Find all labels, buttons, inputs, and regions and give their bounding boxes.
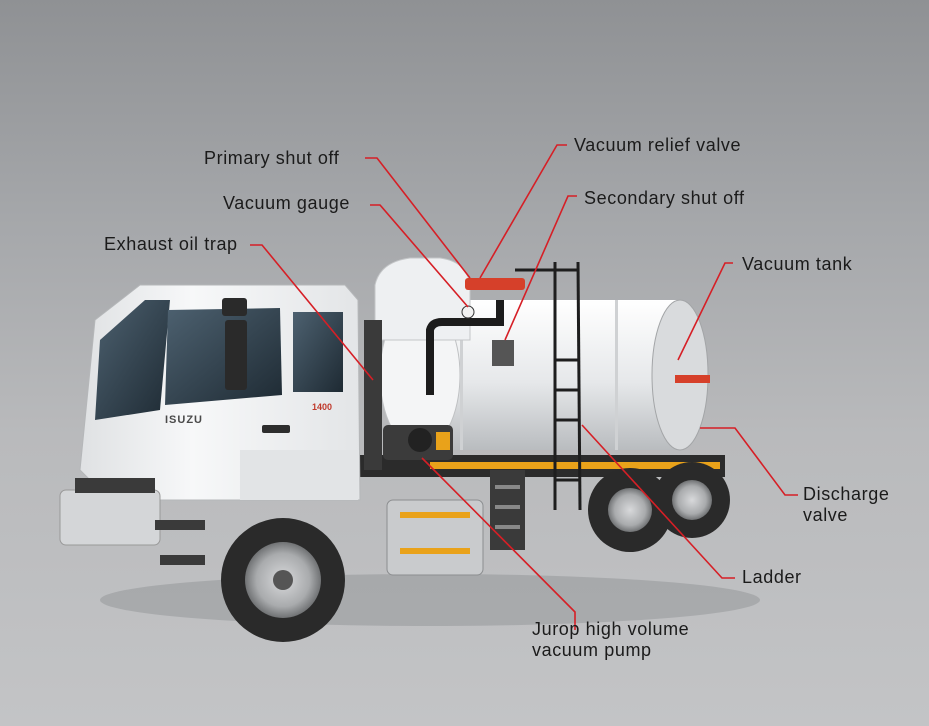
label-discharge-valve-line2: valve (803, 505, 849, 525)
label-vacuum-pump: Jurop high volume vacuum pump (532, 619, 689, 661)
leader-exhaust-oil-trap (250, 244, 374, 381)
label-ladder: Ladder (742, 567, 802, 587)
leader-discharge-valve (700, 427, 798, 496)
tank-dome (374, 257, 471, 341)
label-vacuum-pump-line1: Jurop high volume (532, 619, 690, 639)
label-vacuum-relief-valve: Vacuum relief valve (574, 135, 742, 155)
label-exhaust-oil-trap: Exhaust oil trap (104, 234, 238, 254)
front-wheel (221, 518, 345, 642)
rear-wheel-2 (654, 462, 730, 538)
discharge-valve-body (675, 375, 710, 383)
side-mirror (225, 320, 247, 390)
leader-vacuum-relief-valve (479, 144, 567, 279)
gauge-dial (461, 305, 475, 319)
exhaust-stack (364, 320, 382, 470)
label-discharge-valve-line1: Discharge (803, 484, 890, 504)
side-steps (490, 470, 525, 550)
leader-vacuum-gauge (370, 204, 469, 308)
label-vacuum-pump-line2: vacuum pump (532, 640, 652, 660)
leader-ladder (581, 424, 735, 579)
secondary-valve-body (492, 340, 514, 366)
fuel-tank (386, 499, 484, 576)
leader-vacuum-tank (677, 262, 733, 361)
label-vacuum-tank: Vacuum tank (742, 254, 853, 274)
leader-secondary-shut-off (504, 195, 577, 341)
leader-primary-shut-off (365, 157, 471, 279)
ladder (515, 261, 582, 511)
relief-valve-body (465, 278, 525, 290)
label-primary-shut-off: Primary shut off (204, 148, 340, 168)
vacuum-pump (383, 425, 453, 460)
brand-badge: ISUZU (165, 414, 203, 426)
rear-wheel-1 (588, 468, 672, 552)
label-discharge-valve: Discharge valve (803, 484, 889, 526)
leader-pump (421, 457, 576, 630)
chassis-stripe (430, 462, 720, 469)
leader-lines (250, 144, 798, 630)
label-secondary-shut-off: Secondary shut off (584, 188, 745, 208)
model-badge: 1400 (312, 402, 332, 412)
vacuum-piping (426, 300, 504, 395)
front-bumper (59, 489, 161, 546)
truck-cab (59, 284, 361, 565)
label-vacuum-gauge: Vacuum gauge (223, 193, 350, 213)
